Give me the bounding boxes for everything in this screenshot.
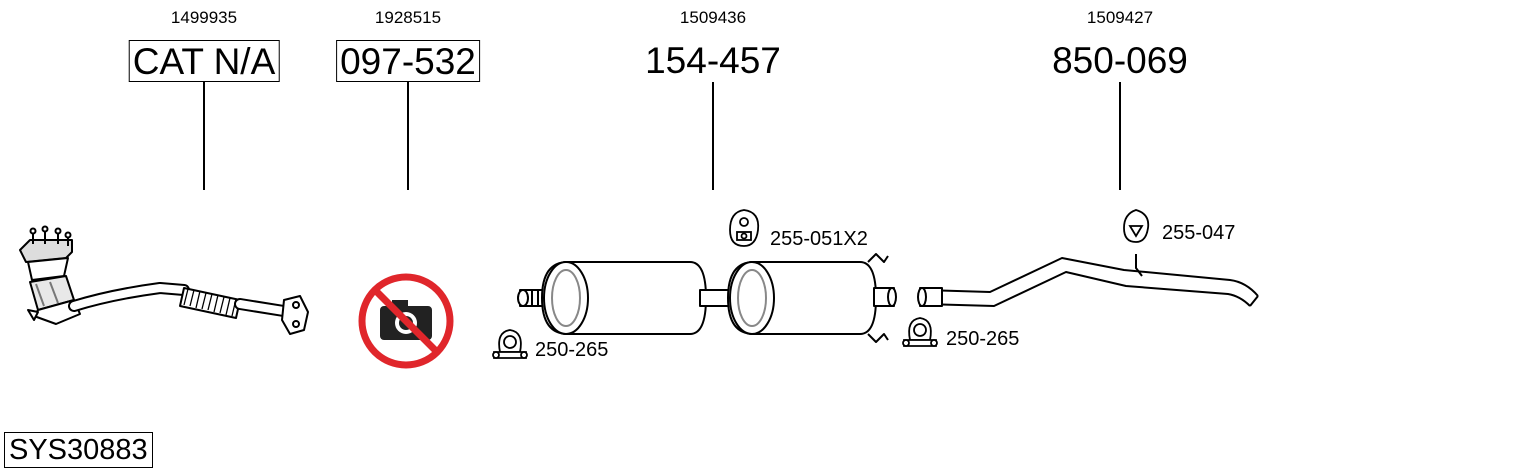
silencer-illustration[interactable]	[517, 253, 897, 343]
clamp-icon[interactable]	[492, 329, 528, 359]
part-ref-1: 1499935	[170, 8, 238, 27]
rubber-hanger-icon[interactable]	[1123, 209, 1150, 243]
part-ref-3: 1509436	[679, 8, 747, 27]
catalytic-converter-illustration[interactable]	[19, 225, 309, 335]
part-ref-2: 1928515	[374, 8, 442, 27]
accessory-label-hanger-1: 255-051X2	[770, 228, 868, 250]
leader-line-3	[712, 82, 714, 190]
part-code-2[interactable]: 097-532	[336, 40, 480, 82]
leader-line-2	[407, 82, 409, 190]
part-code-1[interactable]: CAT N/A	[128, 40, 280, 82]
tailpipe-illustration[interactable]	[917, 254, 1259, 307]
part-code-4[interactable]: 850-069	[1052, 40, 1188, 81]
accessory-label-clamp-1: 250-265	[535, 339, 609, 361]
leader-line-4	[1119, 82, 1121, 190]
rubber-hanger-icon[interactable]	[729, 209, 760, 247]
part-ref-4: 1509427	[1086, 8, 1154, 27]
no-image-icon	[358, 273, 454, 369]
accessory-label-clamp-2: 250-265	[946, 328, 1020, 350]
system-code: SYS30883	[4, 432, 153, 468]
accessory-label-hanger-2: 255-047	[1162, 222, 1236, 244]
leader-line-1	[203, 82, 205, 190]
part-code-3[interactable]: 154-457	[645, 40, 781, 81]
clamp-icon[interactable]	[902, 317, 938, 347]
